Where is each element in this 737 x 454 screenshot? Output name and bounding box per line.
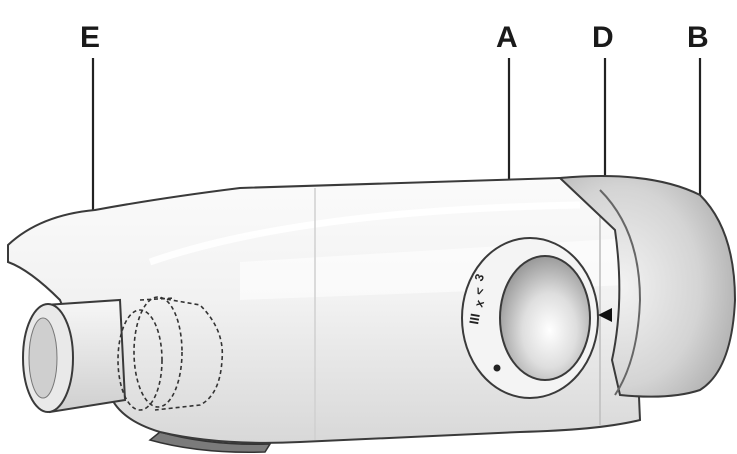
body-highlight: [148, 201, 581, 266]
callout-label-d: D: [592, 21, 614, 54]
dial-marking-x: x: [472, 298, 488, 309]
end-cap-rim: [599, 189, 642, 396]
dial-knob[interactable]: [499, 255, 591, 381]
internal-part-dashed: [117, 296, 224, 411]
callout-label-a: A: [496, 21, 518, 54]
callout-label-b: B: [687, 21, 709, 54]
end-cap: [557, 175, 737, 398]
dial-marking-3: 3: [472, 272, 488, 283]
dial-dot-icon: [493, 364, 501, 372]
dial-marking-lt: <: [472, 286, 488, 297]
outlet-nozzle-inner: [28, 317, 58, 399]
dial-marking-bars: III: [466, 312, 483, 325]
callout-label-e: E: [80, 21, 100, 54]
indicator-arrow-icon: [598, 308, 612, 322]
